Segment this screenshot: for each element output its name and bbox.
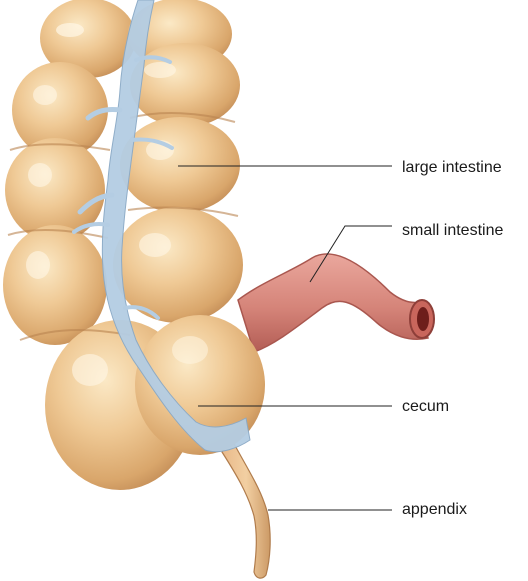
- label-large-intestine: large intestine: [402, 159, 502, 177]
- label-appendix: appendix: [402, 501, 467, 519]
- label-small-intestine: small intestine: [402, 222, 503, 240]
- label-cecum: cecum: [402, 398, 449, 416]
- small-intestine-shape: [238, 254, 434, 352]
- appendix-shape: [222, 440, 270, 578]
